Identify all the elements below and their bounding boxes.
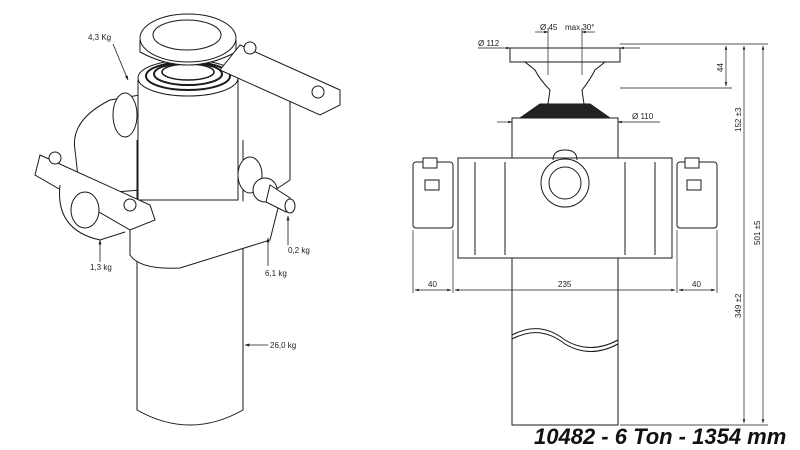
weight-fitting: 0,2 kg — [288, 246, 310, 255]
weight-left-clamp: 1,3 kg — [90, 263, 112, 272]
dim-center-width: 235 — [558, 280, 572, 289]
weight-leaders — [98, 43, 290, 347]
dim-lower-height: 349 ±2 — [734, 293, 743, 318]
weight-trunnion: 6,1 kg — [265, 269, 287, 278]
dim-head-diameter: Ø 112 — [478, 39, 500, 48]
front-view — [412, 47, 718, 426]
dim-left-width: 40 — [428, 280, 437, 289]
dimension-lines — [412, 28, 768, 426]
dim-body-diameter: Ø 110 — [632, 112, 654, 121]
dim-tilt: max 30° — [565, 23, 594, 32]
dim-upper-height: 152 ±3 — [734, 107, 743, 132]
weight-cylinder: 26,0 kg — [270, 341, 296, 350]
isometric-view — [34, 13, 341, 426]
dim-ball-diameter: Ø 45 — [540, 23, 558, 32]
weight-top-bracket: 4,3 Kg — [88, 33, 111, 42]
dim-right-width: 40 — [692, 280, 701, 289]
dim-head-height: 44 — [716, 63, 725, 72]
dim-total-height: 501 ±5 — [753, 220, 762, 245]
product-title: 10482 - 6 Ton - 1354 mm — [534, 424, 787, 449]
